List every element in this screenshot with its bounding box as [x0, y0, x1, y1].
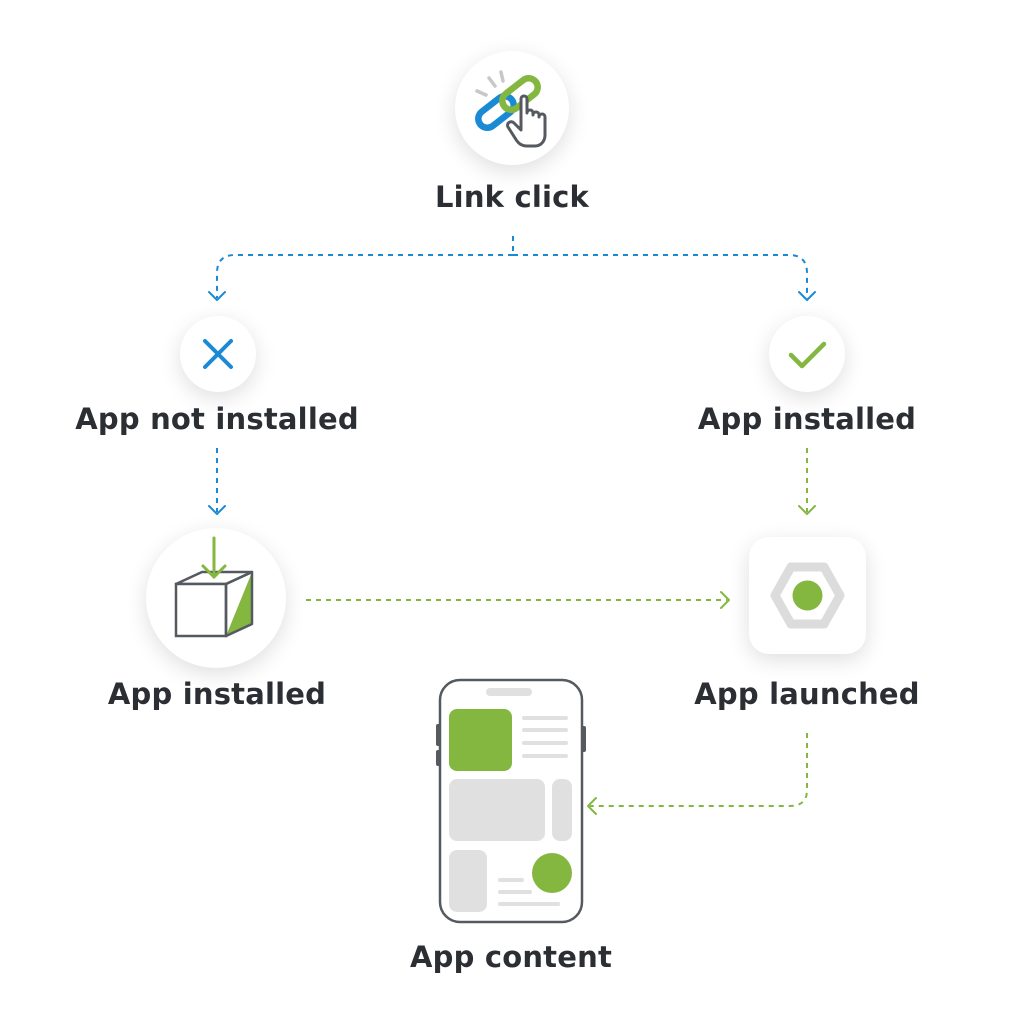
download-box-icon	[174, 536, 254, 638]
arrowhead-box	[208, 505, 226, 515]
link-click-icon	[475, 70, 547, 148]
arrowhead-installed	[798, 291, 816, 301]
link-click-label: Link click	[435, 180, 589, 214]
app-installed-box-label: App installed	[107, 677, 327, 711]
connector-to-installed	[513, 254, 808, 298]
connector-launched-to-content	[590, 733, 808, 807]
app-launched-node	[749, 537, 866, 654]
arrowhead-content	[587, 797, 597, 815]
link-click-node	[455, 51, 569, 165]
app-installed-check-node	[769, 316, 845, 392]
app-not-installed-label: App not installed	[75, 402, 359, 436]
app-logo-icon	[770, 562, 845, 629]
checkmark-icon	[788, 341, 827, 369]
app-not-installed-node	[180, 316, 256, 392]
arrowhead-launched	[798, 505, 816, 515]
arrowhead-not-installed	[208, 291, 226, 301]
connector-to-not-installed	[216, 254, 513, 298]
arrowhead-box-to-launched	[720, 591, 730, 609]
app-installed-box-node	[146, 528, 286, 668]
app-installed-check-label: App installed	[697, 402, 917, 436]
app-launched-label: App launched	[694, 677, 920, 711]
phone-icon	[436, 678, 586, 924]
app-content-label: App content	[409, 940, 613, 974]
x-icon	[203, 339, 233, 369]
